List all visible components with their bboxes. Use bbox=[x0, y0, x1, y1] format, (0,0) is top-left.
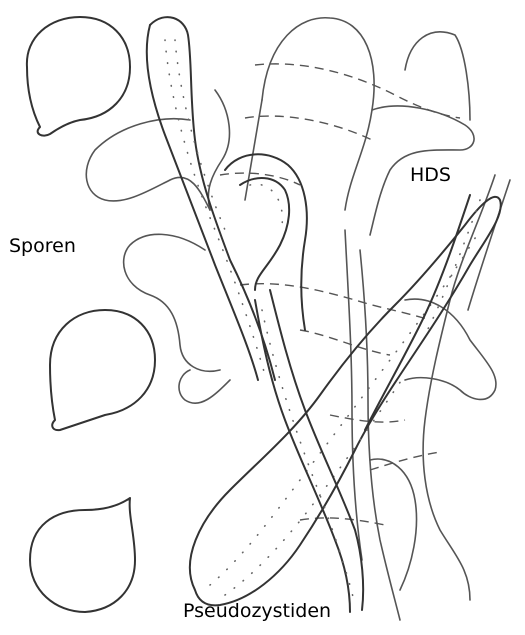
pseudocystidium-upper-left bbox=[150, 17, 275, 380]
septum-6 bbox=[370, 452, 440, 470]
pseudocystidium-hook-inner bbox=[240, 178, 289, 290]
spore-3 bbox=[30, 498, 135, 612]
pseudozystiden-label: Pseudozystiden bbox=[183, 600, 331, 622]
hypha-top-lobe-inner bbox=[245, 100, 262, 200]
spore-2 bbox=[50, 310, 155, 430]
pseudocystidia bbox=[147, 17, 501, 612]
septum-4 bbox=[300, 330, 390, 355]
pseudocystidium-long-lower-edge bbox=[270, 290, 363, 610]
hypha-mid-left bbox=[208, 90, 229, 210]
pseudocystidium-large bbox=[190, 197, 501, 606]
septum-3 bbox=[240, 284, 430, 320]
hypha-wavy bbox=[179, 370, 230, 403]
hypha-top-lobe bbox=[262, 18, 374, 210]
spore-1 bbox=[27, 17, 130, 136]
hypha-left-lower bbox=[124, 234, 220, 371]
hypha-right-rising bbox=[423, 175, 495, 600]
pseudocystidium-upper-left-edge bbox=[147, 25, 258, 380]
pseudocystidium-hook bbox=[225, 154, 307, 330]
cuticle-hyphae bbox=[86, 18, 510, 620]
sporen-label: Sporen bbox=[9, 235, 76, 257]
pseudocystidium-right-slim bbox=[365, 195, 470, 430]
septum-1 bbox=[255, 64, 460, 118]
hypha-long-right bbox=[405, 299, 496, 399]
septum-2 bbox=[245, 116, 372, 140]
pseudocystidium-long-lower bbox=[255, 300, 350, 612]
hds-label: HDS bbox=[410, 164, 451, 186]
